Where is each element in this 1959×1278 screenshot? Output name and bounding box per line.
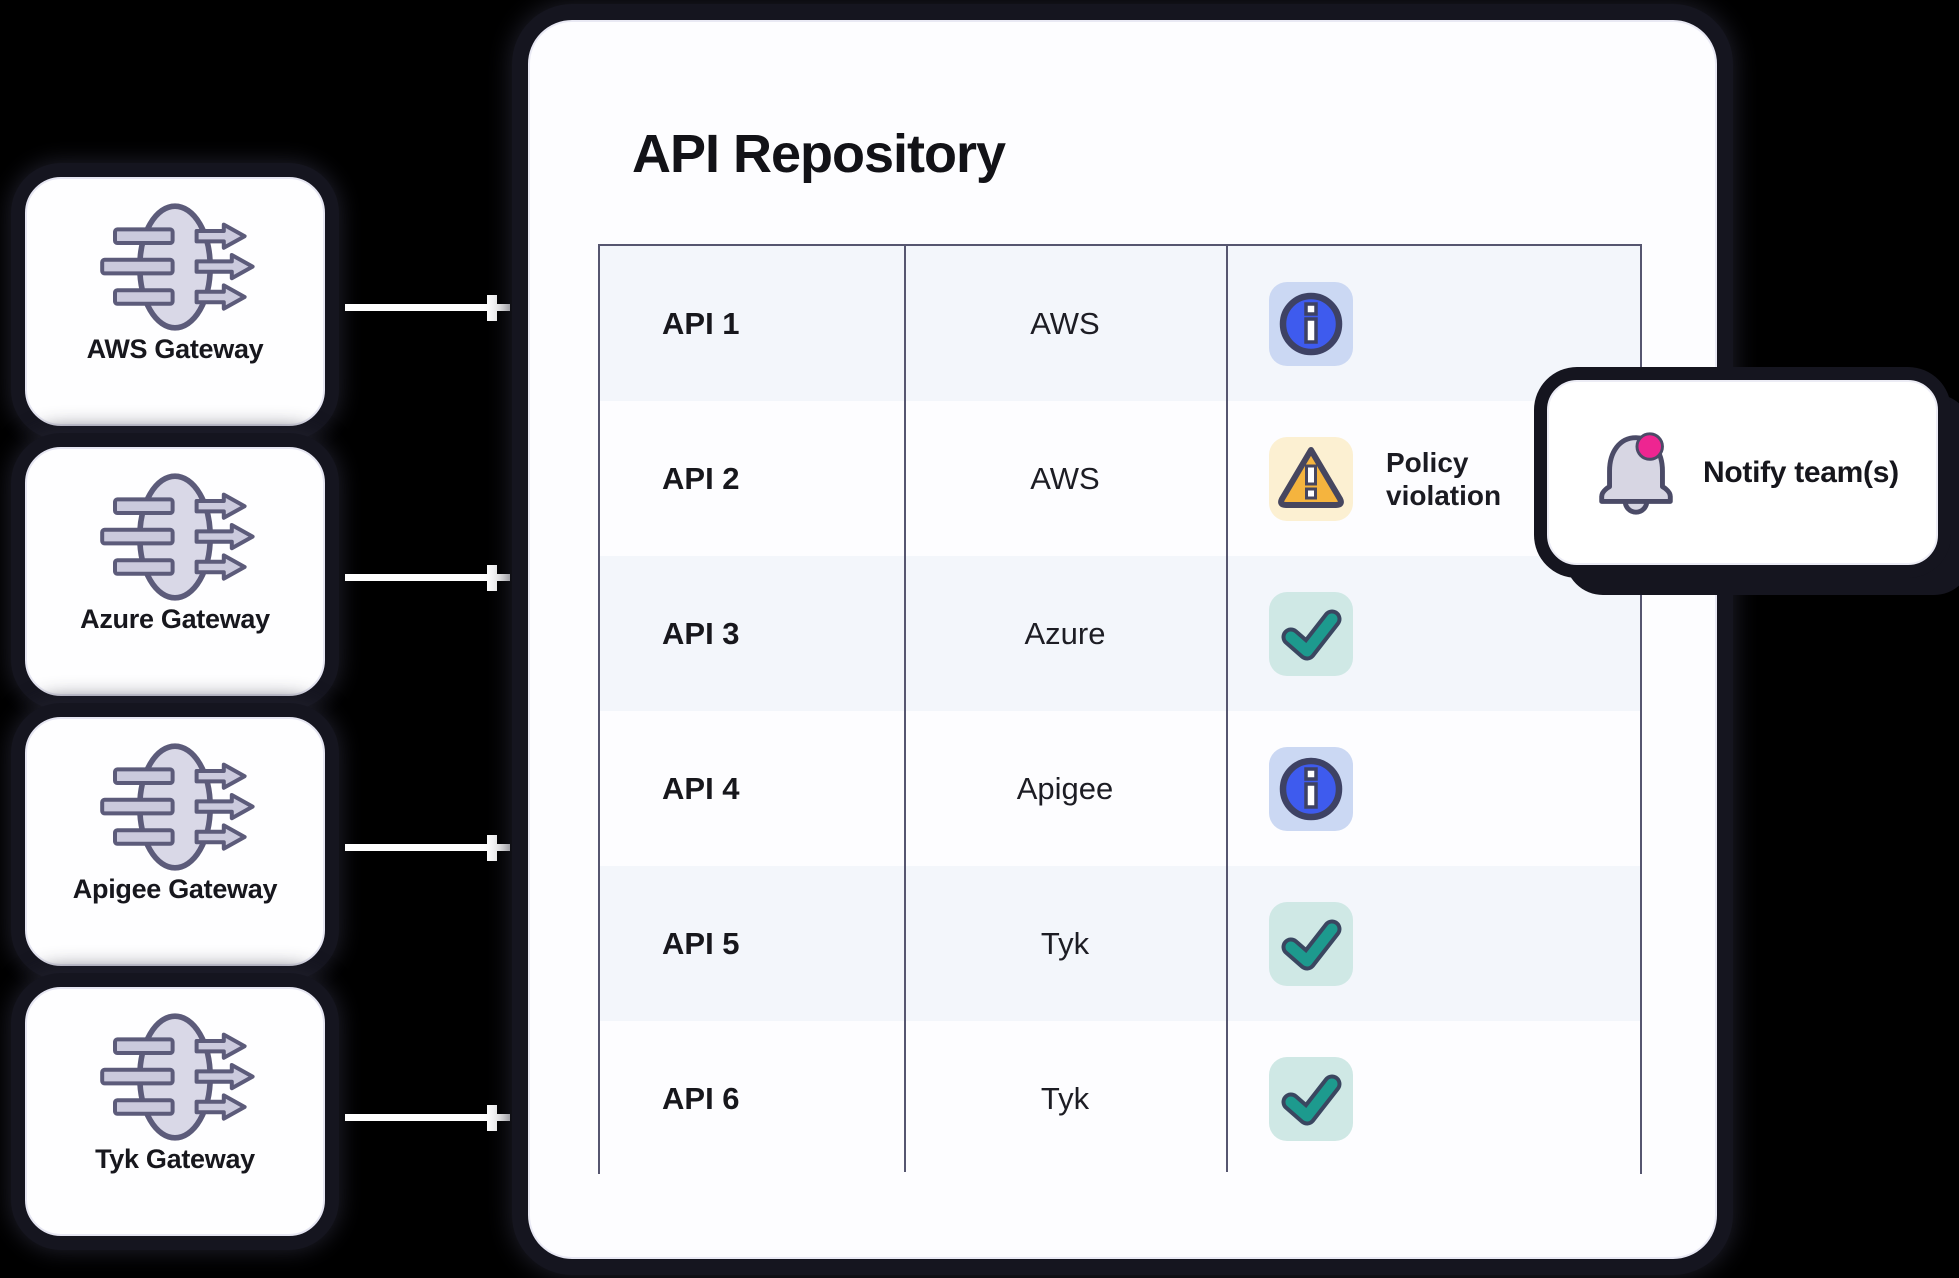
status-cell: [1226, 746, 1640, 831]
gateway-card-azure: Azure Gateway: [25, 447, 325, 696]
connector-plus-icon: [487, 1105, 497, 1131]
gateway-label: Azure Gateway: [80, 604, 270, 634]
table-row: API 2 AWS Policy violation: [600, 401, 1640, 556]
page-title: API Repository: [632, 124, 1006, 184]
notify-callout: Notify team(s): [1547, 380, 1938, 565]
provider-cell: AWS: [1030, 460, 1100, 496]
gateway-icon: [85, 203, 265, 331]
gateway-icon: [85, 743, 265, 871]
info-icon: [1269, 281, 1353, 366]
connector-line: [345, 1114, 510, 1121]
provider-cell: AWS: [1030, 305, 1100, 341]
table-row: API 4 Apigee: [600, 711, 1640, 866]
check-icon: [1269, 1056, 1353, 1141]
gateway-icon: [85, 473, 265, 601]
gateway-label: Apigee Gateway: [72, 874, 278, 904]
connector-plus-icon: [487, 835, 497, 861]
table-row: API 1 AWS: [600, 246, 1640, 401]
column-divider: [1226, 246, 1228, 1172]
api-name-cell: API 6: [662, 1080, 740, 1116]
api-repository-panel: API Repository API 1 AWS API 2 AWS Polic…: [528, 20, 1717, 1259]
status-cell: [1226, 1056, 1640, 1141]
gateway-label: AWS Gateway: [86, 334, 264, 364]
api-name-cell: API 1: [662, 305, 740, 341]
notify-label: Notify team(s): [1703, 455, 1899, 489]
check-icon: [1269, 901, 1353, 986]
warning-icon: [1269, 436, 1353, 521]
table-row: API 3 Azure: [600, 556, 1640, 711]
connector-plus-icon: [487, 295, 497, 321]
table-row: API 6 Tyk: [600, 1021, 1640, 1176]
gateway-label: Tyk Gateway: [95, 1144, 255, 1174]
api-name-cell: API 3: [662, 615, 740, 651]
status-cell: [1226, 901, 1640, 986]
connector-line: [345, 574, 510, 581]
gateway-card-apigee: Apigee Gateway: [25, 717, 325, 966]
gateway-card-aws: AWS Gateway: [25, 177, 325, 426]
connector-line: [345, 304, 510, 311]
status-label: Policy violation: [1386, 446, 1502, 511]
check-icon: [1269, 591, 1353, 676]
connector-plus-icon: [487, 565, 497, 591]
column-divider: [904, 246, 906, 1172]
gateway-icon: [85, 1013, 265, 1141]
api-table: API 1 AWS API 2 AWS Policy violation API…: [598, 244, 1642, 1176]
provider-cell: Azure: [1024, 615, 1106, 651]
status-cell: [1226, 591, 1640, 676]
info-icon: [1269, 746, 1353, 831]
api-name-cell: API 4: [662, 770, 740, 806]
status-cell: [1226, 281, 1640, 366]
provider-cell: Tyk: [1040, 1080, 1090, 1116]
api-name-cell: API 5: [662, 925, 740, 961]
connector-line: [345, 844, 510, 851]
table-row: API 5 Tyk: [600, 866, 1640, 1021]
status-cell: Policy violation: [1226, 436, 1640, 521]
bell-icon: [1587, 424, 1685, 522]
api-name-cell: API 2: [662, 460, 740, 496]
provider-cell: Apigee: [1016, 770, 1114, 806]
gateway-card-tyk: Tyk Gateway: [25, 987, 325, 1236]
provider-cell: Tyk: [1040, 925, 1090, 961]
